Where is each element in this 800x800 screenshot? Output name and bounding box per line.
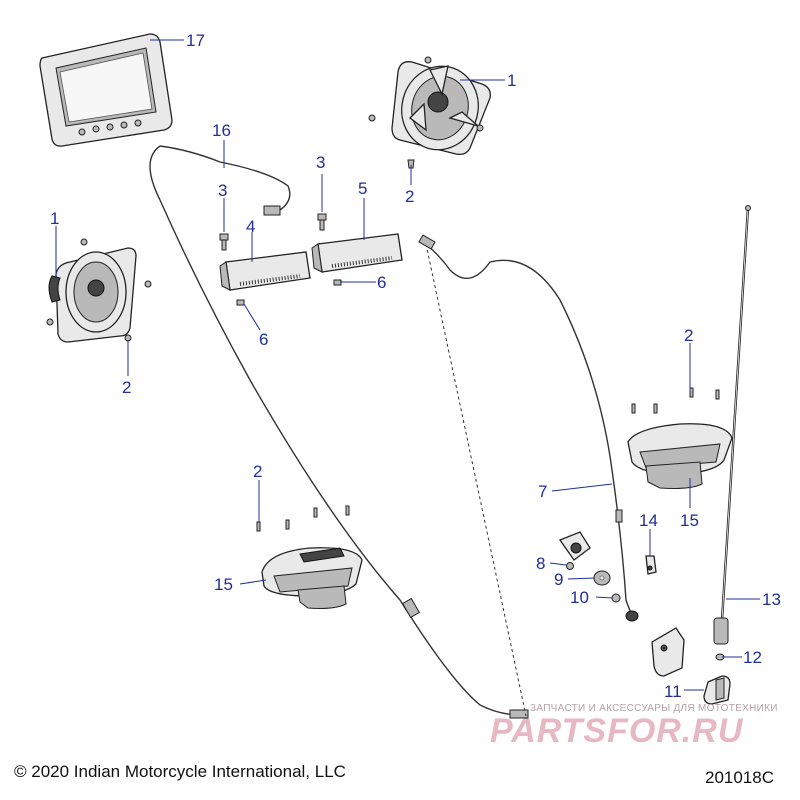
harness-16-part <box>159 145 291 216</box>
speaker-upper-part <box>368 56 491 156</box>
callout-5: 5 <box>358 179 367 198</box>
callout-13: 13 <box>762 590 781 609</box>
amplifier-4-part <box>219 251 311 291</box>
callout-2-lower: 2 <box>253 462 262 481</box>
callout-2-right: 2 <box>684 326 693 345</box>
callout-14: 14 <box>639 511 658 530</box>
callout-4: 4 <box>246 217 255 236</box>
washer-9-part <box>593 570 611 586</box>
clip-14-part <box>645 555 657 575</box>
speaker-left-part <box>46 238 152 343</box>
callout-1-left: 1 <box>50 209 59 228</box>
screw-3-left-part <box>219 233 229 251</box>
callout-6-left: 6 <box>259 330 268 349</box>
nut-10-part <box>611 593 621 603</box>
callout-2-left: 2 <box>122 378 131 397</box>
antenna-cable-7-part <box>418 234 635 619</box>
leader-lines <box>55 39 760 691</box>
clip-6-left-part <box>236 299 245 306</box>
screws-2-right-part <box>631 387 720 414</box>
callout-9: 9 <box>554 570 563 589</box>
figure-id: 201018C <box>704 768 774 787</box>
cover-11-part <box>703 675 731 705</box>
screws-2-left-part <box>256 505 350 532</box>
antenna-base-part <box>625 610 639 622</box>
screw-upper-part <box>407 159 415 169</box>
callout-15-right: 15 <box>680 511 699 530</box>
callout-1-upper: 1 <box>507 71 516 90</box>
clip-6-right-part <box>333 279 342 286</box>
callout-3-left: 3 <box>218 181 227 200</box>
display-unit-part <box>39 33 173 147</box>
antenna-mast-13-part <box>713 205 751 645</box>
nut-8-part <box>566 562 574 570</box>
callout-15-left: 15 <box>214 575 233 594</box>
bracket-part <box>651 627 685 677</box>
amplifier-5-part <box>311 233 403 273</box>
callout-7: 7 <box>538 482 547 501</box>
screw-3-right-part <box>317 213 327 231</box>
callout-labels: 17 1 16 3 3 5 2 1 4 6 6 2 2 2 7 14 15 15… <box>50 31 781 701</box>
watermark-tagline: ЗАПЧАСТИ И АКСЕССУАРЫ ДЛЯ МОТОТЕХНИКИ <box>530 703 778 714</box>
callout-8: 8 <box>536 554 545 573</box>
callout-12: 12 <box>743 648 762 667</box>
speaker-pod-left-part <box>261 547 363 609</box>
speaker-pod-right-part <box>627 423 733 489</box>
socket-7-part <box>558 531 591 561</box>
callout-16: 16 <box>212 121 231 140</box>
callout-11: 11 <box>664 682 682 701</box>
dashed-routing-line <box>425 243 527 717</box>
callout-10: 10 <box>570 588 589 607</box>
callout-17: 17 <box>186 31 205 50</box>
callout-2-upper: 2 <box>405 187 414 206</box>
watermark-brand: PARTSFOR.RU <box>490 712 744 750</box>
copyright-notice: © 2020 Indian Motorcycle International, … <box>14 762 346 781</box>
callout-3-right: 3 <box>316 153 325 172</box>
harness-long-part <box>149 145 529 719</box>
callout-6-right: 6 <box>377 273 386 292</box>
